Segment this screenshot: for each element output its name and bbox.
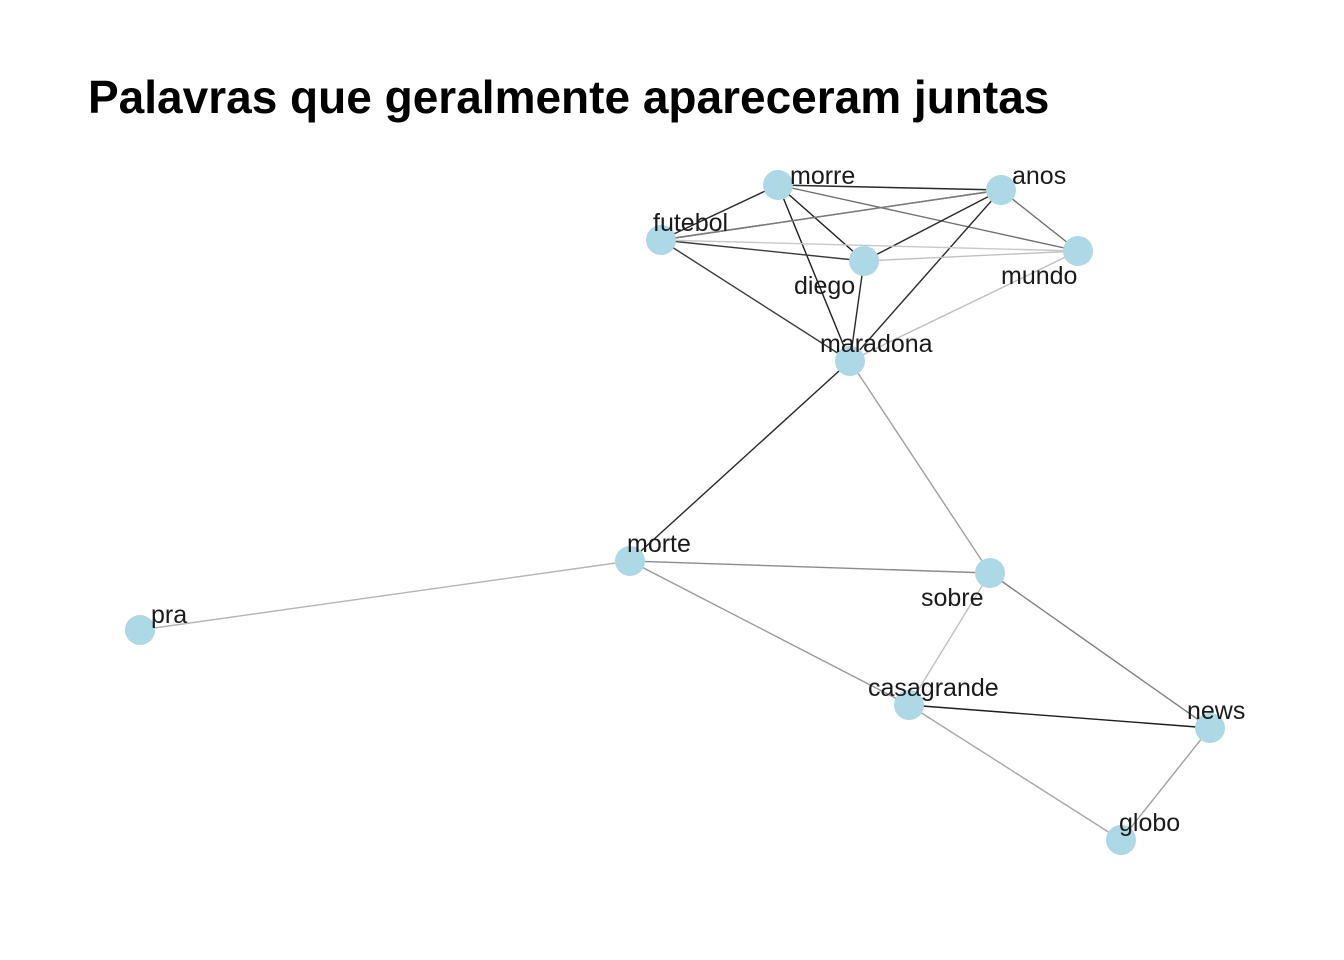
node-label-news: news [1187,697,1245,725]
node-maradona [835,346,865,376]
node-label-casagrande: casagrande [868,674,999,702]
node-mundo [1063,236,1093,266]
edge-futebol-mundo [660,239,1079,252]
edge-maradona-sobre [849,360,991,574]
node-label-mundo: mundo [1001,262,1077,290]
edge-futebol-anos [660,189,1002,241]
edge-sobre-casagrande [908,572,991,706]
node-news [1195,713,1225,743]
node-futebol [646,225,676,255]
edge-maradona-mundo [849,250,1079,362]
node-label-globo: globo [1119,809,1180,837]
node-diego [849,246,879,276]
node-pra [125,615,155,645]
node-label-morte: morte [627,530,691,558]
nodes-layer [125,170,1225,855]
node-casagrande [894,690,924,720]
edge-diego-mundo [863,250,1079,262]
node-morte [615,546,645,576]
edge-casagrande-globo [908,704,1122,841]
node-globo [1106,825,1136,855]
node-label-maradona: maradona [820,330,933,358]
edge-morre-diego [777,184,865,262]
edge-morre-maradona [777,184,851,362]
edge-futebol-maradona [660,239,851,362]
node-label-diego: diego [794,272,855,300]
edge-anos-mundo [1000,189,1079,252]
edge-morte-sobre [629,560,991,574]
labels-layer: morre anos futebol diego mundo maradona morte s… [151,162,1245,837]
edge-morre-futebol [660,184,779,241]
node-label-pra: pra [151,601,187,629]
edge-anos-maradona [849,189,1002,362]
edge-news-globo [1120,727,1211,841]
edges-layer [139,184,1211,841]
edge-morre-mundo [777,184,1079,252]
node-label-anos: anos [1012,162,1066,190]
chart-title: Palavras que geralmente apareceram junta… [88,71,1050,123]
edge-maradona-morte [629,360,851,562]
edge-futebol-diego [660,239,865,262]
node-label-sobre: sobre [921,584,984,612]
node-anos [986,175,1016,205]
edge-morre-anos [777,184,1002,191]
node-morre [763,170,793,200]
edge-sobre-news [989,572,1211,729]
edge-diego-maradona [849,260,865,362]
edge-casagrande-news [908,704,1211,729]
node-label-morre: morre [790,162,855,190]
edge-anos-diego [863,189,1002,262]
edge-morte-casagrande [629,560,910,706]
node-label-futebol: futebol [653,209,728,237]
node-sobre [975,558,1005,588]
edge-morte-pra [139,560,631,631]
